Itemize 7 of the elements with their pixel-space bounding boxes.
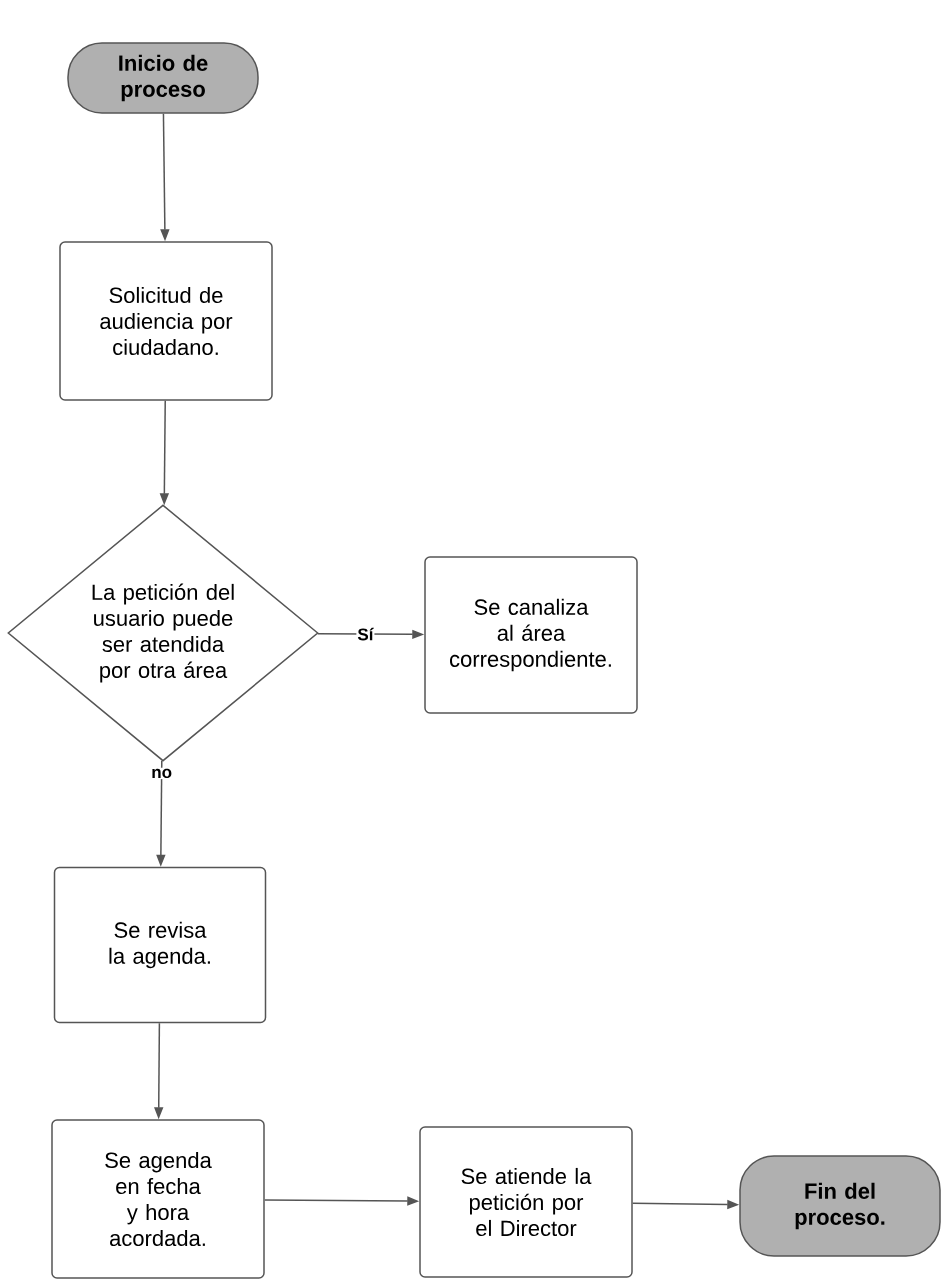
edge-label: no <box>150 767 174 780</box>
process-box: Se canaliza al área correspondiente. <box>424 556 638 714</box>
edge-label: Sí <box>356 626 375 642</box>
process-box: Solicitud de audiencia por ciudadano. <box>59 241 273 401</box>
process-box: Se agenda en fecha y hora acordada. <box>51 1119 265 1279</box>
process-box: Se revisa la agenda. <box>53 866 267 1024</box>
process-box: Se atiende la petición por el Director <box>419 1126 633 1278</box>
